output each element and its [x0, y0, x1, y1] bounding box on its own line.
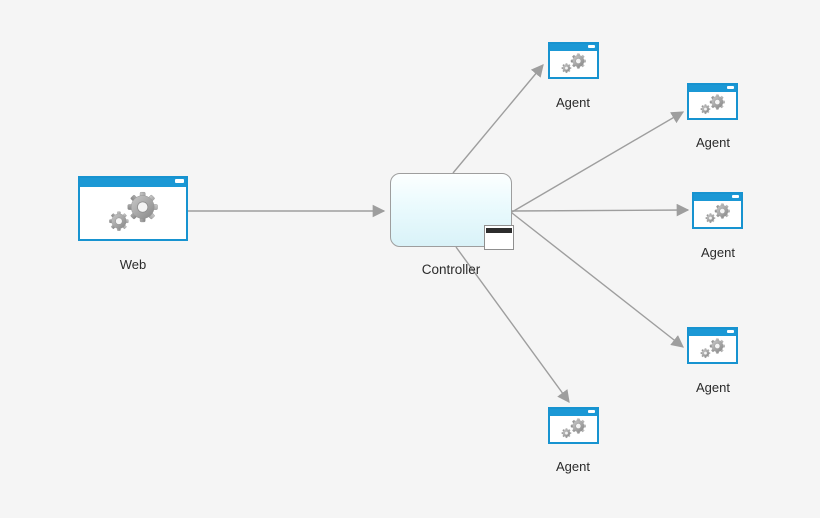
window-titlebar — [694, 194, 741, 201]
window-titlebar — [689, 85, 736, 92]
mini-window-titlebar — [486, 228, 512, 233]
window-body — [689, 92, 736, 118]
node-label-agent-1: Agent — [556, 95, 590, 110]
window-controls-icon — [588, 410, 595, 413]
node-label-agent-3: Agent — [701, 245, 735, 260]
window-body — [550, 416, 597, 442]
edge-controller-agent-5[interactable] — [455, 246, 570, 404]
gears-icon — [550, 416, 597, 442]
window-body — [689, 336, 736, 362]
node-web[interactable] — [78, 176, 188, 241]
window-titlebar — [689, 329, 736, 336]
window-titlebar — [550, 409, 597, 416]
mini-window-icon — [484, 225, 514, 250]
window-titlebar — [80, 178, 186, 187]
edge-controller-agent-2[interactable] — [511, 111, 685, 213]
node-agent-3[interactable] — [692, 192, 743, 229]
edge-controller-agent-4[interactable] — [511, 212, 684, 348]
node-label-agent-4: Agent — [696, 380, 730, 395]
node-label-agent-2: Agent — [696, 135, 730, 150]
window-body — [694, 201, 741, 227]
node-agent-5[interactable] — [548, 407, 599, 444]
window-titlebar — [550, 44, 597, 51]
node-agent-1[interactable] — [548, 42, 599, 79]
edge-controller-agent-1[interactable] — [452, 64, 544, 174]
node-label-controller: Controller — [421, 262, 481, 277]
window-controls-icon — [727, 86, 734, 89]
window-controls-icon — [727, 330, 734, 333]
gears-icon — [694, 201, 741, 227]
gears-icon — [689, 92, 736, 118]
window-controls-icon — [588, 45, 595, 48]
window-controls-icon — [175, 179, 184, 183]
node-label-agent-5: Agent — [556, 459, 590, 474]
gears-icon — [550, 51, 597, 77]
window-body — [80, 187, 186, 239]
gears-icon — [80, 187, 186, 239]
node-label-web: Web — [119, 257, 147, 272]
window-body — [550, 51, 597, 77]
node-agent-2[interactable] — [687, 83, 738, 120]
window-controls-icon — [732, 195, 739, 198]
edge-controller-agent-3[interactable] — [511, 203, 690, 217]
node-agent-4[interactable] — [687, 327, 738, 364]
gears-icon — [689, 336, 736, 362]
